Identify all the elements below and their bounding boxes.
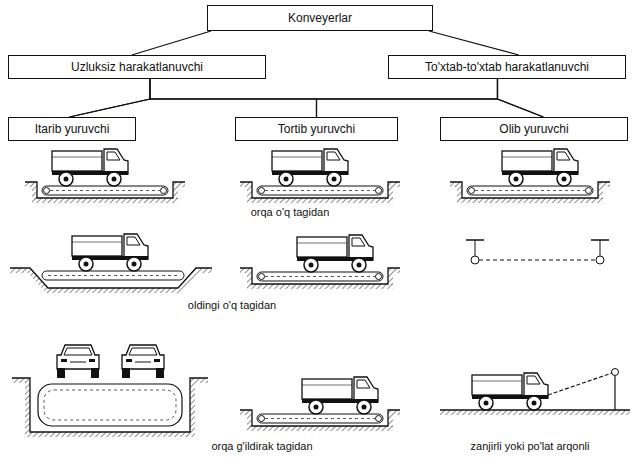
conveyor-pit — [240, 182, 400, 203]
ground-hatch — [25, 432, 195, 437]
connector-line — [317, 79, 498, 117]
chain-towed-truck — [440, 369, 630, 416]
ground-hatch — [190, 378, 208, 383]
ground-hatch — [190, 383, 195, 432]
box-label: Konveyerlar — [288, 11, 352, 25]
chain-pulley — [612, 369, 619, 376]
hanger-rod — [475, 240, 600, 256]
truck — [72, 234, 148, 271]
category-box: Olib yuruvchi — [440, 117, 628, 141]
box-label: Itarib yuruvchi — [35, 122, 110, 136]
box-label: Uzluksiz harakatlanuvchi — [71, 60, 203, 74]
figure-caption: orqa o'q tagidan — [249, 206, 332, 219]
ground-hatch — [10, 268, 212, 293]
figure-caption: oldingi o'q tagidan — [186, 299, 278, 312]
category-box: To'xtab-to'xtab harakatlanuvchi — [388, 55, 626, 79]
conveyor-belt — [42, 271, 184, 280]
anchor-post — [614, 376, 615, 410]
belt-chain — [44, 390, 176, 420]
pull-conveyor-rear-wheel — [240, 377, 400, 431]
car-front — [122, 345, 164, 378]
car-front — [57, 345, 99, 378]
truck — [52, 149, 128, 186]
truck — [472, 373, 548, 410]
overhead-chain-track — [466, 240, 609, 264]
push-conveyor-rear-axle — [25, 149, 185, 203]
truck — [297, 235, 373, 272]
drive-chain — [479, 260, 596, 261]
belt-chain — [48, 275, 178, 276]
truck — [502, 149, 578, 186]
box-label: Tortib yuruvchi — [278, 122, 355, 136]
connector-line — [497, 79, 543, 117]
carry-conveyor-platform — [450, 149, 610, 203]
category-box: Uzluksiz harakatlanuvchi — [8, 55, 266, 79]
box-label: Olib yuruvchi — [499, 122, 568, 136]
truck — [272, 149, 348, 186]
truck — [302, 377, 378, 414]
conveyor-belt — [38, 384, 182, 426]
conveyor-pit — [450, 182, 610, 203]
connector-line — [69, 79, 497, 117]
connector-line — [150, 79, 317, 117]
conveyor-pit — [25, 182, 185, 203]
connector-line — [132, 31, 211, 55]
box-label: To'xtab-to'xtab harakatlanuvchi — [425, 60, 589, 74]
category-box: Tortib yuruvchi — [235, 117, 398, 141]
tow-chain — [548, 373, 612, 395]
connector-line — [69, 79, 149, 117]
push-conveyor-deep-pit — [12, 345, 208, 437]
figure-caption: orqa g'ildirak tagidan — [209, 440, 314, 453]
category-box: Konveyerlar — [207, 5, 433, 31]
pull-conveyor-rear-axle — [240, 149, 400, 203]
connector-line — [150, 79, 544, 117]
pit-outline — [10, 268, 212, 288]
ground-hatch — [25, 383, 30, 432]
ceiling-mount — [466, 239, 609, 241]
push-conveyor-inclined — [10, 234, 212, 293]
connector-line — [429, 31, 519, 55]
conveyor-pit — [240, 268, 400, 289]
chain-pulley — [596, 256, 604, 264]
ground-hatch — [12, 378, 30, 383]
figure-caption: zanjirli yoki po'lat arqonli — [469, 440, 592, 453]
pit-outline — [12, 378, 208, 432]
category-box: Itarib yuruvchi — [8, 117, 136, 141]
chain-pulley — [471, 256, 479, 264]
ground-hatch — [440, 410, 630, 415]
pull-conveyor-front-axle — [240, 235, 400, 289]
